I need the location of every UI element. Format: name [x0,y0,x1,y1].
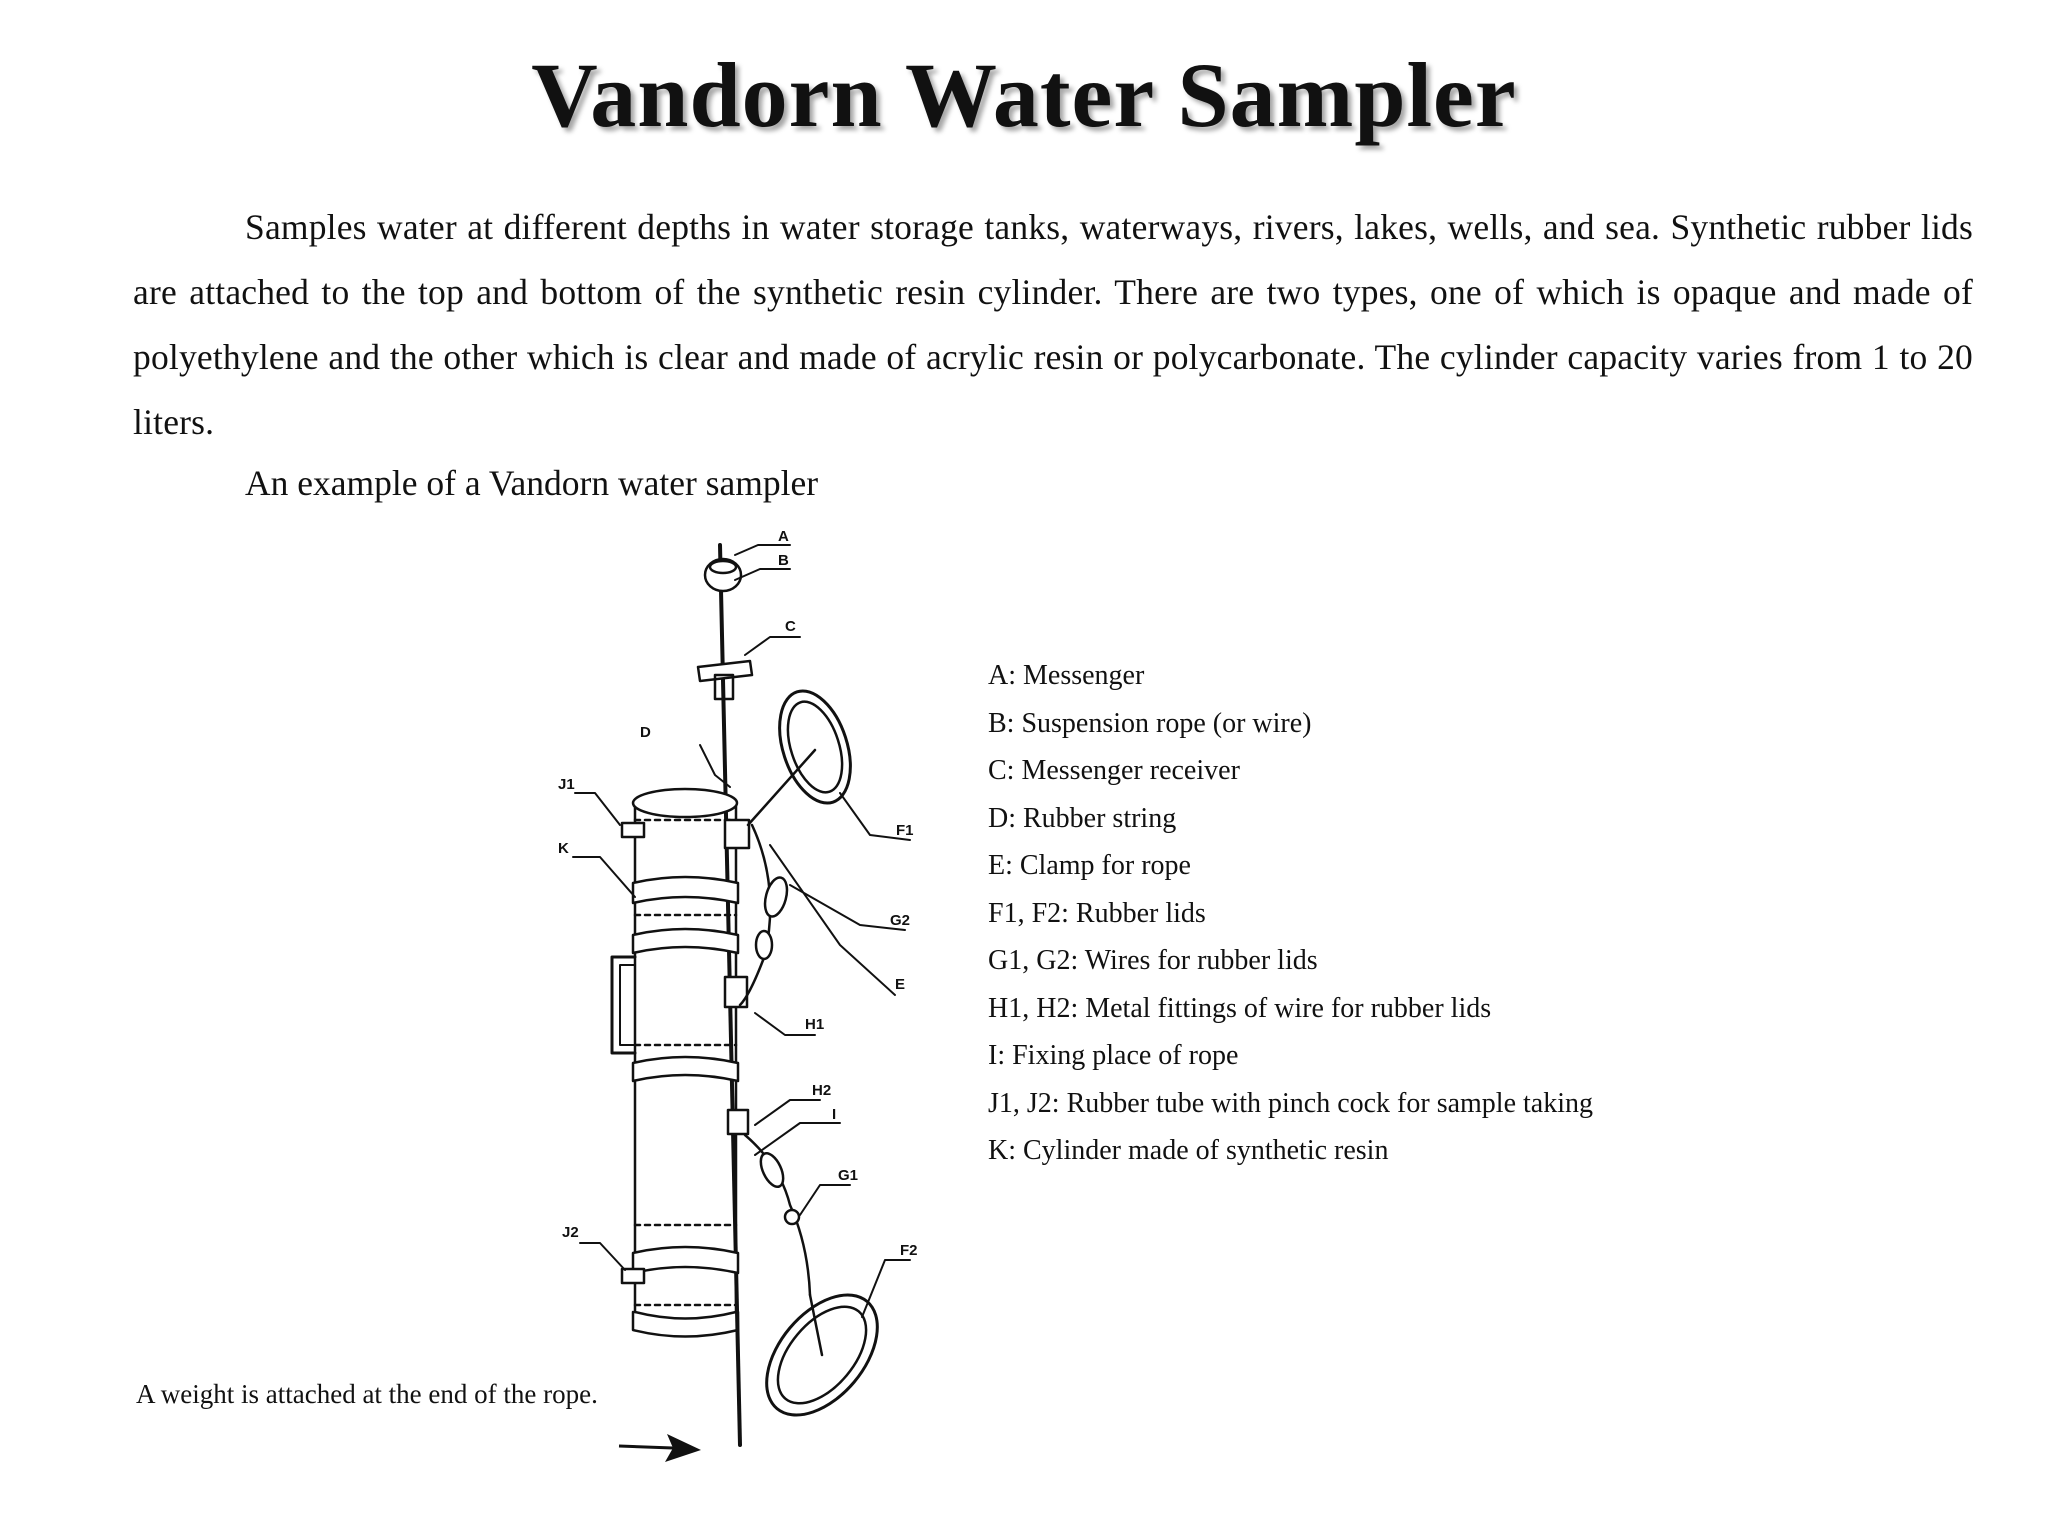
messenger-receiver-shape [696,659,754,701]
weight-note: A weight is attached at the end of the r… [136,1379,598,1409]
legend-item: B: Suspension rope (or wire) [988,707,1312,739]
diagram-label-b: B [778,552,789,569]
diagram-label-d: D [640,724,651,741]
rope-clamp-shape [723,818,751,850]
legend-item: J1, J2: Rubber tube with pinch cock for … [988,1087,1593,1119]
intro-paragraph: Samples water at different depths in wat… [133,207,1973,442]
fitting-h2-shape [726,1108,750,1136]
diagram-label-f1: F1 [896,822,914,839]
messenger-shape [703,557,743,593]
legend-item: K: Cylinder made of synthetic resin [988,1135,1389,1166]
legend-item: A: Messenger [988,660,1145,691]
rubber-lid-f2-shape [765,1293,879,1417]
legend-item: D: Rubber string [988,802,1177,834]
diagram-label-c: C [785,618,796,635]
legend-item: F1, F2: Rubber lids [988,897,1206,929]
legend-item: C: Messenger receiver [988,755,1240,786]
cylinder-shape [610,787,740,1338]
vandorn-sampler-diagram: A B C D J1 K F1 G2 E H1 H2 I G1 F2 J2 [558,528,918,1447]
fitting-h1-shape [723,975,749,1009]
diagram-label-h2: H2 [812,1082,831,1099]
diagram-label-g2: G2 [890,912,910,929]
pinch-cock-j2-shape [620,1267,646,1285]
wire-g1-shape [743,1133,812,1297]
diagram-label-i: I [832,1106,836,1123]
legend-item: H1, H2: Metal fittings of wire for rubbe… [988,992,1492,1024]
rubber-lid-f1-shape [746,689,852,827]
parts-legend: A: Messenger B: Suspension rope (or wire… [988,652,1593,1175]
weight-arrow-icon [618,1434,701,1462]
legend-item: I: Fixing place of rope [988,1040,1239,1071]
example-caption: An example of a Vandorn water sampler [245,463,819,503]
intro-text: Samples water at different depths in wat… [133,195,1973,455]
leader-lines [572,544,911,1318]
diagram-label-j2: J2 [562,1224,579,1241]
pinch-cock-j1-shape [620,821,646,839]
diagram-label-f2: F2 [900,1242,918,1259]
diagram-label-e: E [895,976,905,993]
diagram-label-g1: G1 [838,1167,858,1184]
wire-g2-shape [738,823,789,1007]
legend-item: G1, G2: Wires for rubber lids [988,945,1318,976]
legend-item: E: Clamp for rope [988,850,1191,881]
diagram-label-h1: H1 [805,1016,824,1033]
slide-title: Vandorn Water Sampler [531,44,1517,146]
diagram-label-j1: J1 [558,776,575,793]
diagram-label-a: A [778,528,789,545]
diagram-label-k: K [558,840,569,857]
